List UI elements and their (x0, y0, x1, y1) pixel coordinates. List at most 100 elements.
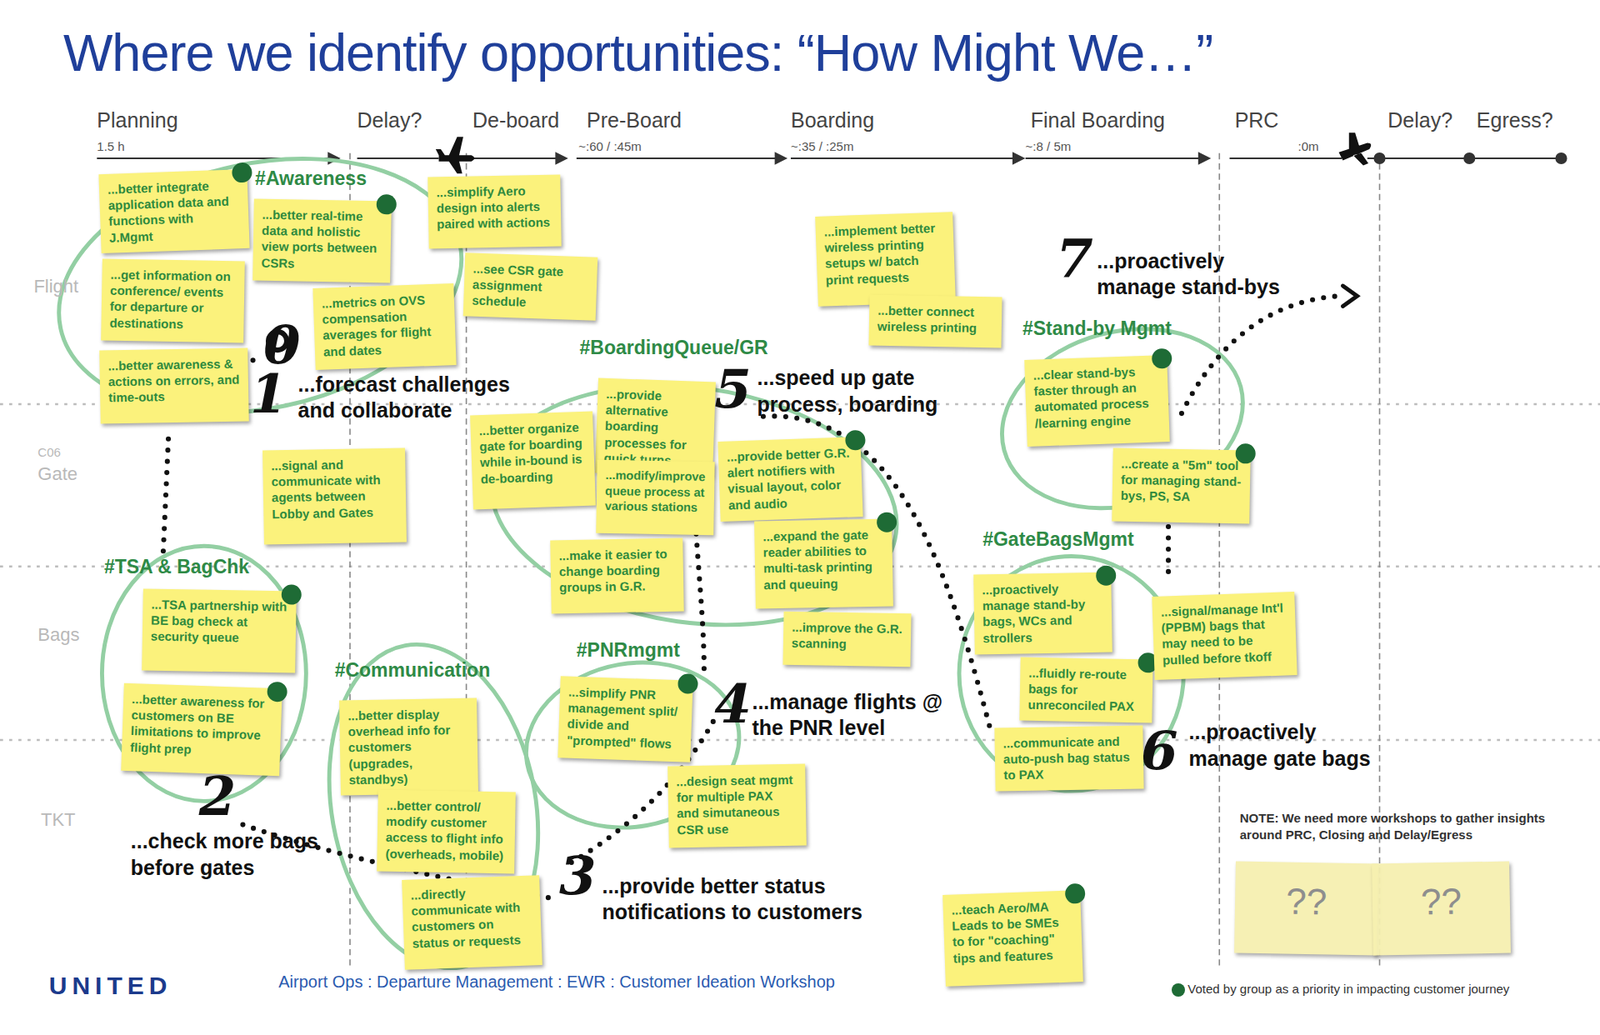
note-text: ...directly communicate with customers o… (410, 883, 534, 952)
callout-text: ...forecast challenges and collaborate (298, 371, 523, 425)
phase-name: Final Boarding (1030, 108, 1165, 133)
vote-dot (1151, 347, 1173, 369)
lane-name: Flight (33, 275, 79, 298)
lane-code: C06 (37, 445, 61, 460)
footer-text: Airport Ops : Departure Management : EWR… (278, 972, 835, 992)
journey-arrowhead (1342, 285, 1357, 306)
legend-swatch (1171, 983, 1185, 997)
sticky-note: ...signal/manage Int'l (PPBM) bags that … (1151, 591, 1298, 680)
cluster-tag: #Stand-by Mgmt (1022, 317, 1172, 340)
brand-logo: UNITED (49, 971, 173, 1000)
callout-number: 2 (199, 770, 237, 824)
sticky-note: ...better awareness & actions on errors,… (99, 347, 249, 424)
sticky-note: ...better control/ modify customer acces… (376, 790, 516, 875)
callout-text: ...provide better status notifications t… (601, 873, 898, 926)
cluster-tag: #Awareness (255, 167, 367, 190)
note-text: ...metrics on OVS compensation averages … (321, 290, 449, 360)
note-text: ?? (1242, 868, 1370, 926)
phase-name: PRC (1235, 108, 1280, 133)
callout-number: 7 (1055, 232, 1094, 286)
sticky-note: ...implement better wireless printing se… (815, 211, 956, 306)
note-text: ...better connect wireless printing (877, 302, 995, 337)
sticky-note: ...communicate and auto-push bag status … (994, 725, 1144, 791)
note-text: ...proactively manage stand-by bags, WCs… (982, 580, 1105, 646)
phase-duration: ~:8 / 5m (1025, 139, 1072, 154)
note-text: ...create a "5m" tool for managing stand… (1120, 455, 1242, 506)
vote-dot (266, 681, 288, 703)
note-text: ...design seat mgmt for multiple PAX and… (675, 771, 799, 838)
note-text: ...TSA partnership with BE bag check at … (150, 595, 289, 646)
sticky-note: ...see CSR gate assignment schedule (463, 252, 599, 320)
phase-duration: :0m (1298, 139, 1320, 154)
note-text: ...better real-time data and holistic vi… (260, 206, 384, 273)
note-text: ...better awareness & actions on errors,… (107, 355, 240, 405)
callout-number: 0 (263, 318, 301, 372)
legend-text: Voted by group as a priority in impactin… (1187, 981, 1510, 996)
cluster-tag: #GateBagsMgmt (982, 528, 1134, 551)
phase-duration: ~:60 / :45m (578, 139, 641, 154)
vote-dot (281, 584, 302, 605)
note-text: ...communicate and auto-push bag status … (1002, 732, 1135, 783)
sticky-note: ...TSA partnership with BE bag check at … (142, 588, 297, 673)
note-text: ...see CSR gate assignment schedule (471, 260, 590, 313)
phase-name: De-board (472, 108, 560, 133)
note-text: ...get information on conference/ events… (110, 266, 238, 333)
callout-number: 4 (714, 677, 752, 731)
note-text: ...better control/ modify customer acces… (385, 797, 508, 864)
note-text: ...expand the gate reader abilities to m… (762, 526, 885, 593)
sticky-note: ...better organize gate for boarding whi… (470, 410, 596, 510)
dotted-journey-path (163, 295, 1340, 898)
phase-name: Egress? (1476, 108, 1554, 133)
cluster-tag: #Communication (335, 659, 491, 682)
placeholder-note: ?? (1371, 860, 1511, 955)
note-text: ...better awareness for customers on BE … (130, 690, 274, 760)
callout-text: ...manage flights @ the PNR level (751, 689, 956, 742)
vote-dot (876, 512, 897, 533)
note-text: ...provide better G.R. alert notifiers w… (726, 444, 855, 513)
vote-dot (376, 194, 397, 215)
sticky-note: ...better integrate application data and… (98, 169, 250, 254)
callout-text: ...proactively manage stand-bys (1096, 248, 1301, 301)
vote-dot (1065, 883, 1086, 905)
placeholder-note: ?? (1234, 860, 1379, 955)
note-text: ...teach Aero/MA Leads to be SMEs to for… (950, 898, 1075, 967)
vote-dot (845, 429, 867, 450)
cluster-tag: #TSA & BagChk (104, 555, 250, 579)
sticky-note: ...metrics on OVS compensation averages … (312, 283, 456, 370)
callout-text: ...speed up gate process, boarding (757, 365, 962, 418)
note-text: ...implement better wireless printing se… (823, 220, 947, 289)
note-text: ...improve the G.R. scanning (791, 619, 904, 654)
phase-name: Delay? (357, 108, 423, 133)
sticky-note: ...signal and communicate with agents be… (262, 447, 407, 545)
sticky-note: ...teach Aero/MA Leads to be SMEs to for… (942, 890, 1084, 988)
cluster-tag: #PNRmgmt (576, 639, 680, 662)
sticky-note: ...clear stand-bys faster through an aut… (1024, 355, 1170, 447)
sticky-note: ...directly communicate with customers o… (401, 875, 543, 970)
sticky-note: ...better awareness for customers on BE … (120, 683, 282, 777)
sticky-note: ...provide better G.R. alert notifiers w… (718, 436, 865, 521)
note-text: ...signal/manage Int'l (PPBM) bags that … (1160, 599, 1289, 668)
note-text: NOTE: We need more workshops to gather i… (1240, 810, 1557, 845)
lane-name: Bags (37, 624, 80, 646)
sticky-note: ...fluidly re-route bags for unreconcile… (1020, 656, 1154, 723)
cluster-tag: #BoardingQueue/GR (580, 336, 769, 360)
phase-name: Boarding (790, 108, 875, 133)
callout-number: 5 (714, 362, 752, 416)
phase-name: Planning (96, 108, 178, 133)
sticky-note: ...better display overhead info for cust… (339, 697, 479, 795)
callout-number: 3 (559, 849, 597, 903)
note-text: ...simplify PNR management split/ divide… (566, 684, 685, 753)
phase-duration: ~:35 / :25m (790, 139, 854, 154)
lane-name: TKT (40, 809, 76, 831)
cluster-ellipses (35, 123, 1264, 985)
lane-name: Gate (37, 463, 78, 485)
note-text: ...provide alternative boarding processe… (604, 385, 708, 469)
callout-text: ...proactively manage gate bags (1189, 719, 1394, 772)
callout-text: ...check more bags before gates (130, 828, 335, 881)
note-text: ...make it easier to change boarding gro… (559, 545, 676, 595)
sticky-note: ...simplify PNR management split/ divide… (557, 676, 693, 763)
note-text: ...simplify Aero design into alerts pair… (436, 181, 554, 232)
sticky-note: ...expand the gate reader abilities to m… (754, 519, 894, 610)
phase-name: Delay? (1387, 108, 1453, 133)
diagram-title: Where we identify opportunities: “How Mi… (63, 22, 1213, 83)
